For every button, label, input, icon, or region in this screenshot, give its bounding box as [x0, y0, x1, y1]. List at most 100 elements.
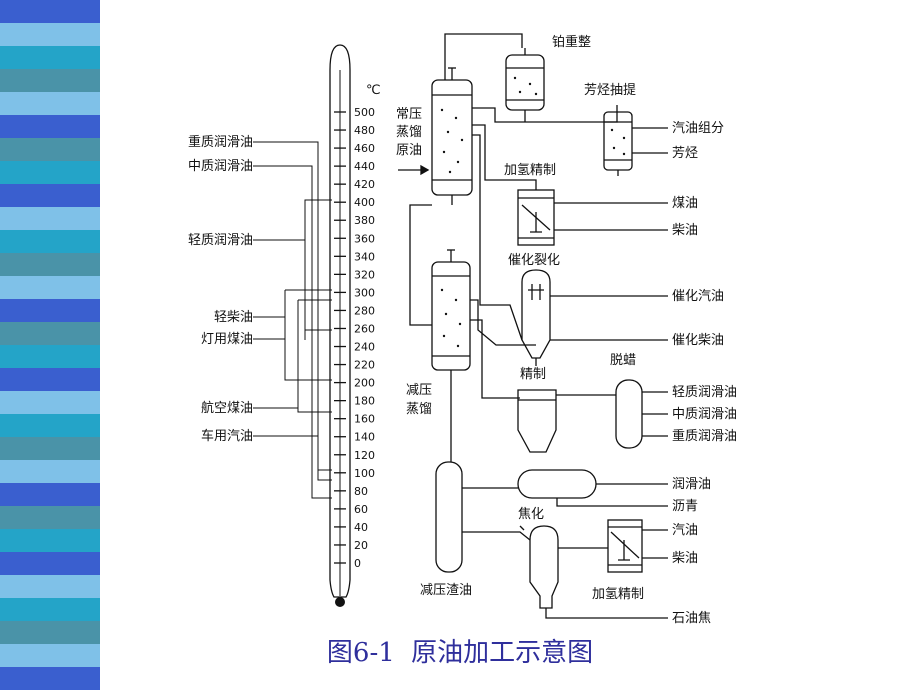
dewaxing-unit: [615, 379, 643, 449]
product-gasoline-fraction: 汽油组分: [672, 121, 724, 136]
vacuum-residue-vessel: [435, 461, 463, 573]
strip-tile: [0, 299, 100, 322]
tick-label: 160: [354, 413, 375, 426]
vacuum-distillation-column: [431, 249, 471, 390]
tick-label: 40: [354, 521, 368, 534]
label-lamp-kerosene-left: 灯用煤油: [201, 332, 253, 347]
catalytic-cracking-label: 催化裂化: [508, 253, 560, 268]
strip-tile: [0, 92, 100, 115]
hydrofining-top-label: 加氢精制: [504, 163, 556, 178]
reformer-unit: [505, 48, 545, 122]
strip-tile: [0, 437, 100, 460]
strip-tile: [0, 483, 100, 506]
product-kerosene: 煤油: [672, 196, 698, 211]
product-light-lube: 轻质润滑油: [672, 385, 737, 400]
strip-tile: [0, 0, 100, 23]
strip-tile: [0, 69, 100, 92]
strip-tile: [0, 23, 100, 46]
atmospheric-distillation-column: [431, 67, 473, 205]
product-lube-oil: 润滑油: [672, 477, 711, 492]
figure-number: 图6-1: [326, 638, 395, 668]
strip-tile: [0, 46, 100, 69]
tick-label: 400: [354, 196, 375, 209]
label-jet-fuel-left: 航空煤油: [201, 400, 253, 416]
strip-tile: [0, 529, 100, 552]
tick-label: 220: [354, 359, 375, 372]
refining-unit: [517, 389, 557, 453]
tick-label: 500: [354, 106, 375, 119]
product-heavy-lube: 重质润滑油: [672, 428, 737, 444]
strip-tile: [0, 414, 100, 437]
hydrofining-bottom-label: 加氢精制: [592, 587, 644, 602]
tick-label: 80: [354, 485, 368, 498]
thermometer-tick-marks: [334, 111, 346, 564]
atmospheric-label-line1: 常压: [396, 107, 422, 122]
strip-tile: [0, 345, 100, 368]
strip-tile: [0, 184, 100, 207]
thermometer-body: [329, 44, 351, 598]
coker-vessel: [519, 525, 559, 609]
thermometer-unit: ℃: [366, 83, 381, 98]
thermometer-bulb: [335, 597, 345, 607]
hydrofining-unit-top: [517, 189, 555, 246]
vacuum-label-line1: 减压: [406, 383, 432, 398]
tick-label: 60: [354, 503, 368, 516]
product-petroleum-coke: 石油焦: [672, 611, 711, 626]
decorative-left-strip: [0, 0, 100, 690]
strip-tile: [0, 276, 100, 299]
strip-tile: [0, 207, 100, 230]
figure-title: 原油加工示意图: [411, 638, 594, 668]
coking-unit: [517, 469, 597, 499]
tick-label: 180: [354, 395, 375, 408]
thermometer-tick-labels: 5004804604404204003803603403203002802602…: [354, 106, 375, 570]
catalytic-cracking-unit: [521, 269, 551, 366]
product-aromatics: 芳烃: [672, 146, 698, 161]
aromatics-extraction-unit: [603, 111, 633, 176]
refining-label: 精制: [520, 367, 546, 382]
product-gasoline: 汽油: [672, 523, 698, 538]
atmospheric-label-line2: 蒸馏: [396, 125, 422, 140]
tick-label: 320: [354, 268, 375, 281]
product-cat-diesel: 催化柴油: [672, 333, 724, 348]
tick-label: 100: [354, 467, 375, 480]
dewaxing-label: 脱蜡: [610, 353, 636, 368]
strip-tile: [0, 138, 100, 161]
strip-tile: [0, 621, 100, 644]
column-packing-dots: [440, 76, 626, 348]
strip-tile: [0, 161, 100, 184]
label-heavy-lube-left: 重质润滑油: [188, 134, 253, 150]
strip-tile: [0, 575, 100, 598]
strip-tile: [0, 644, 100, 667]
strip-tile: [0, 506, 100, 529]
strip-tile: [0, 667, 100, 690]
hydrofining-unit-bottom: [607, 519, 643, 573]
tick-label: 380: [354, 214, 375, 227]
left-label-connectors: [253, 141, 332, 499]
strip-tile: [0, 230, 100, 253]
strip-tile: [0, 253, 100, 276]
tick-label: 300: [354, 286, 375, 299]
strip-tile: [0, 598, 100, 621]
product-diesel-top: 柴油: [672, 223, 698, 238]
tick-label: 420: [354, 178, 375, 191]
label-medium-lube-left: 中质润滑油: [188, 159, 253, 174]
aromatics-extraction-label: 芳烃抽提: [584, 82, 636, 98]
tick-label: 280: [354, 304, 375, 317]
product-cat-gasoline: 催化汽油: [672, 289, 724, 304]
product-medium-lube: 中质润滑油: [672, 407, 737, 422]
strip-tile: [0, 391, 100, 414]
tick-label: 0: [354, 557, 361, 570]
strip-tile: [0, 322, 100, 345]
product-diesel-bottom: 柴油: [672, 551, 698, 566]
atmospheric-label-line3: 原油: [396, 143, 422, 158]
tick-label: 140: [354, 431, 375, 444]
product-asphalt: 沥青: [672, 499, 698, 514]
vacuum-residue-label: 减压渣油: [420, 583, 472, 598]
reforming-label: 铂重整: [552, 34, 591, 50]
tick-label: 440: [354, 160, 375, 173]
vacuum-label-line2: 蒸馏: [406, 402, 432, 417]
tick-label: 200: [354, 377, 375, 390]
label-light-diesel-left: 轻柴油: [214, 310, 253, 325]
strip-tile: [0, 115, 100, 138]
